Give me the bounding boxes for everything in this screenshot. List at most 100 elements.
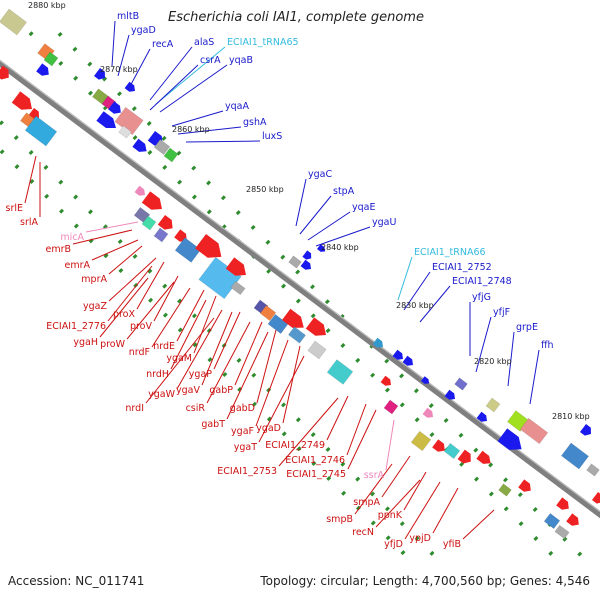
leader-line: [529, 349, 540, 405]
leader-line: [282, 345, 301, 424]
gene-label-gabd: gabD: [230, 403, 255, 414]
gene-label-eciai1-2746: ECIAI1_2746: [285, 455, 345, 466]
gene-box: [443, 443, 461, 459]
gene-label-grpe: grpE: [516, 322, 538, 333]
tick-dot: [161, 135, 167, 141]
tick-dot: [296, 446, 302, 452]
gene-box: [454, 377, 468, 391]
gene-label-ygaz: ygaZ: [83, 301, 107, 312]
tick-dot: [295, 269, 301, 275]
gene-label-ygau: ygaU: [372, 217, 396, 228]
tick-dot: [533, 536, 539, 541]
tick-dots-layer: [0, 31, 583, 557]
gene-label-mltb: mltB: [117, 11, 139, 22]
tick-dot: [117, 239, 123, 245]
gene-label-eciai1-2745: ECIAI1_2745: [286, 469, 346, 480]
tick-dot: [73, 194, 79, 200]
leader-line: [24, 155, 37, 204]
gene-arrow: [422, 407, 433, 418]
tick-dot: [370, 372, 376, 378]
gene-label-eciai1-trna65: ECIAI1_tRNA65: [227, 37, 299, 48]
leader-line: [381, 455, 411, 498]
gene-arrow: [518, 479, 531, 492]
tick-dot: [132, 253, 138, 259]
tick-dot: [281, 431, 287, 437]
gene-box: [326, 359, 354, 385]
label-leader-lines: [24, 20, 540, 540]
tick-dot: [28, 31, 34, 37]
tick-dot: [206, 180, 212, 186]
tick-dot: [443, 417, 449, 423]
genome-backbone: [0, 59, 600, 519]
gene-arrow: [93, 67, 105, 80]
tick-dot: [0, 120, 4, 126]
leader-line: [149, 46, 193, 101]
leader-line: [403, 271, 431, 311]
leader-line: [326, 395, 349, 441]
gene-label-ygap: ygaP: [189, 369, 212, 380]
tick-dot: [311, 461, 317, 467]
tick-dot: [518, 521, 524, 527]
tick-dot: [222, 372, 228, 377]
tick-dot: [117, 91, 122, 97]
tick-dot: [503, 477, 508, 483]
gene-label-gabp: gabP: [209, 385, 233, 396]
tick-dot: [103, 253, 109, 259]
gene-label-prow: proW: [100, 339, 126, 350]
kbp-marker: 2810 kbp: [552, 412, 590, 421]
gene-box: [519, 417, 549, 445]
leader-line: [278, 397, 339, 467]
gene-arrow: [108, 101, 121, 114]
leader-line: [111, 20, 116, 67]
tick-dot: [87, 61, 93, 67]
leader-line: [85, 221, 139, 233]
tick-dot: [28, 150, 34, 155]
tick-dot: [43, 164, 49, 170]
tick-dot: [310, 284, 315, 290]
tick-dot: [162, 283, 168, 289]
gene-box: [153, 139, 171, 155]
tick-dot: [102, 76, 108, 82]
gene-arrow: [141, 191, 162, 210]
gene-label-ygat: ygaT: [234, 442, 257, 453]
gene-box: [307, 340, 327, 360]
gene-label-gabt: gabT: [201, 419, 225, 430]
gene-box: [485, 397, 501, 413]
tick-dot: [562, 536, 568, 542]
leader-line: [145, 317, 215, 404]
tick-dot: [532, 507, 538, 513]
tick-dot: [102, 224, 108, 230]
leader-line: [385, 419, 395, 471]
kbp-marker: 2870 kbp: [100, 65, 138, 74]
tick-dot: [191, 194, 197, 200]
gene-box: [383, 399, 399, 415]
gene-box: [288, 326, 306, 344]
tick-dot: [58, 179, 64, 185]
tick-dot: [488, 491, 494, 497]
tick-dot: [191, 313, 197, 319]
gene-arrow: [195, 233, 222, 258]
kbp-marker: 2860 kbp: [172, 125, 210, 134]
tick-dot: [340, 343, 346, 348]
gene-arrow: [476, 411, 487, 422]
tick-dot: [57, 31, 63, 37]
gene-arrow: [457, 449, 471, 464]
tick-dot: [13, 135, 19, 141]
gene-label-prov: proV: [130, 321, 153, 332]
tick-dot: [399, 402, 405, 408]
kbp-marker: 2830 kbp: [396, 301, 434, 310]
gene-label-mpra: mprA: [81, 274, 107, 285]
gene-label-mica: micA: [60, 232, 84, 243]
gene-box: [230, 280, 246, 296]
leader-line: [151, 287, 191, 348]
leader-line: [153, 275, 179, 322]
tick-dot: [207, 357, 213, 363]
tick-dot: [341, 490, 347, 496]
leader-line: [136, 261, 165, 310]
tick-dot: [72, 46, 78, 52]
gene-label-emrb: emrB: [45, 244, 71, 255]
gene-arrow: [174, 229, 187, 242]
tick-dot: [73, 223, 79, 229]
gene-arrow: [11, 91, 32, 110]
